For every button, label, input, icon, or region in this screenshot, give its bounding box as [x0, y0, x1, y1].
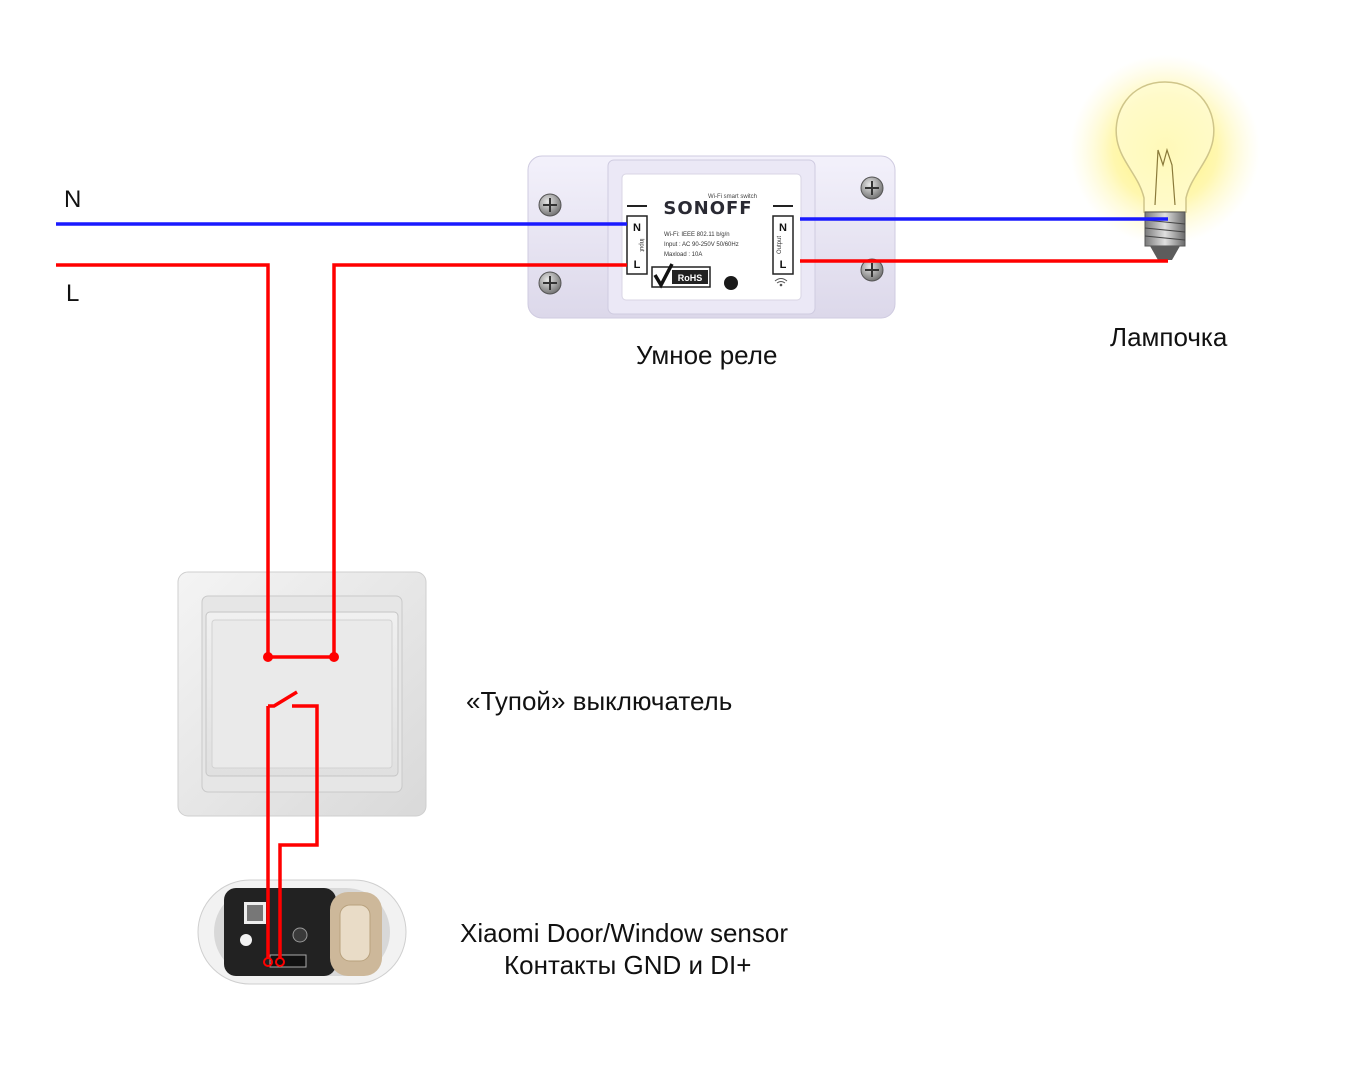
relay-spec-input: Input : AC 90-250V 50/60Hz	[664, 242, 739, 248]
line-wire	[56, 259, 1168, 958]
relay-tagline: Wi-Fi smart switch	[708, 194, 757, 200]
line-label: L	[66, 280, 80, 307]
relay-output-n: N	[779, 222, 787, 234]
sensor-caption-line2: Контакты GND и DI+	[504, 950, 752, 980]
switch-caption: «Тупой» выключатель	[466, 686, 733, 716]
relay-input-n: N	[633, 222, 641, 234]
relay-spec-maxload: Maxload : 10A	[664, 252, 702, 258]
relay-caption: Умное реле	[636, 340, 778, 370]
junction-dot	[263, 652, 273, 662]
junction-dot	[329, 652, 339, 662]
screw-icon	[860, 176, 884, 200]
door-window-sensor	[197, 879, 407, 985]
checkmark-icon	[653, 263, 674, 289]
relay-rohs: RoHS	[678, 273, 703, 283]
relay-brand: SONOFF	[663, 198, 752, 219]
relay-button	[724, 276, 738, 290]
smart-relay: N L N L Input Output Wi-Fi smart switch …	[527, 155, 896, 319]
dumb-switch	[177, 571, 427, 817]
sensor-contact-gnd	[263, 957, 273, 967]
neutral-wire	[56, 217, 1168, 226]
sensor-contact-di	[275, 957, 285, 967]
relay-input-l: L	[634, 259, 641, 271]
relay-output-l: L	[780, 259, 787, 271]
relay-spec-wifi: Wi-Fi: IEEE 802.11 b/g/n	[664, 232, 730, 238]
relay-input-label: Input	[638, 238, 644, 252]
light-bulb-icon	[1070, 55, 1260, 260]
relay-output-label: Output	[777, 236, 783, 254]
screw-icon	[538, 193, 562, 217]
neutral-label: N	[64, 186, 82, 213]
screw-icon	[538, 271, 562, 295]
wifi-icon	[774, 278, 788, 287]
screw-icon	[860, 258, 884, 282]
sensor-caption-line1: Xiaomi Door/Window sensor	[460, 918, 789, 948]
lamp-caption: Лампочка	[1110, 322, 1228, 352]
